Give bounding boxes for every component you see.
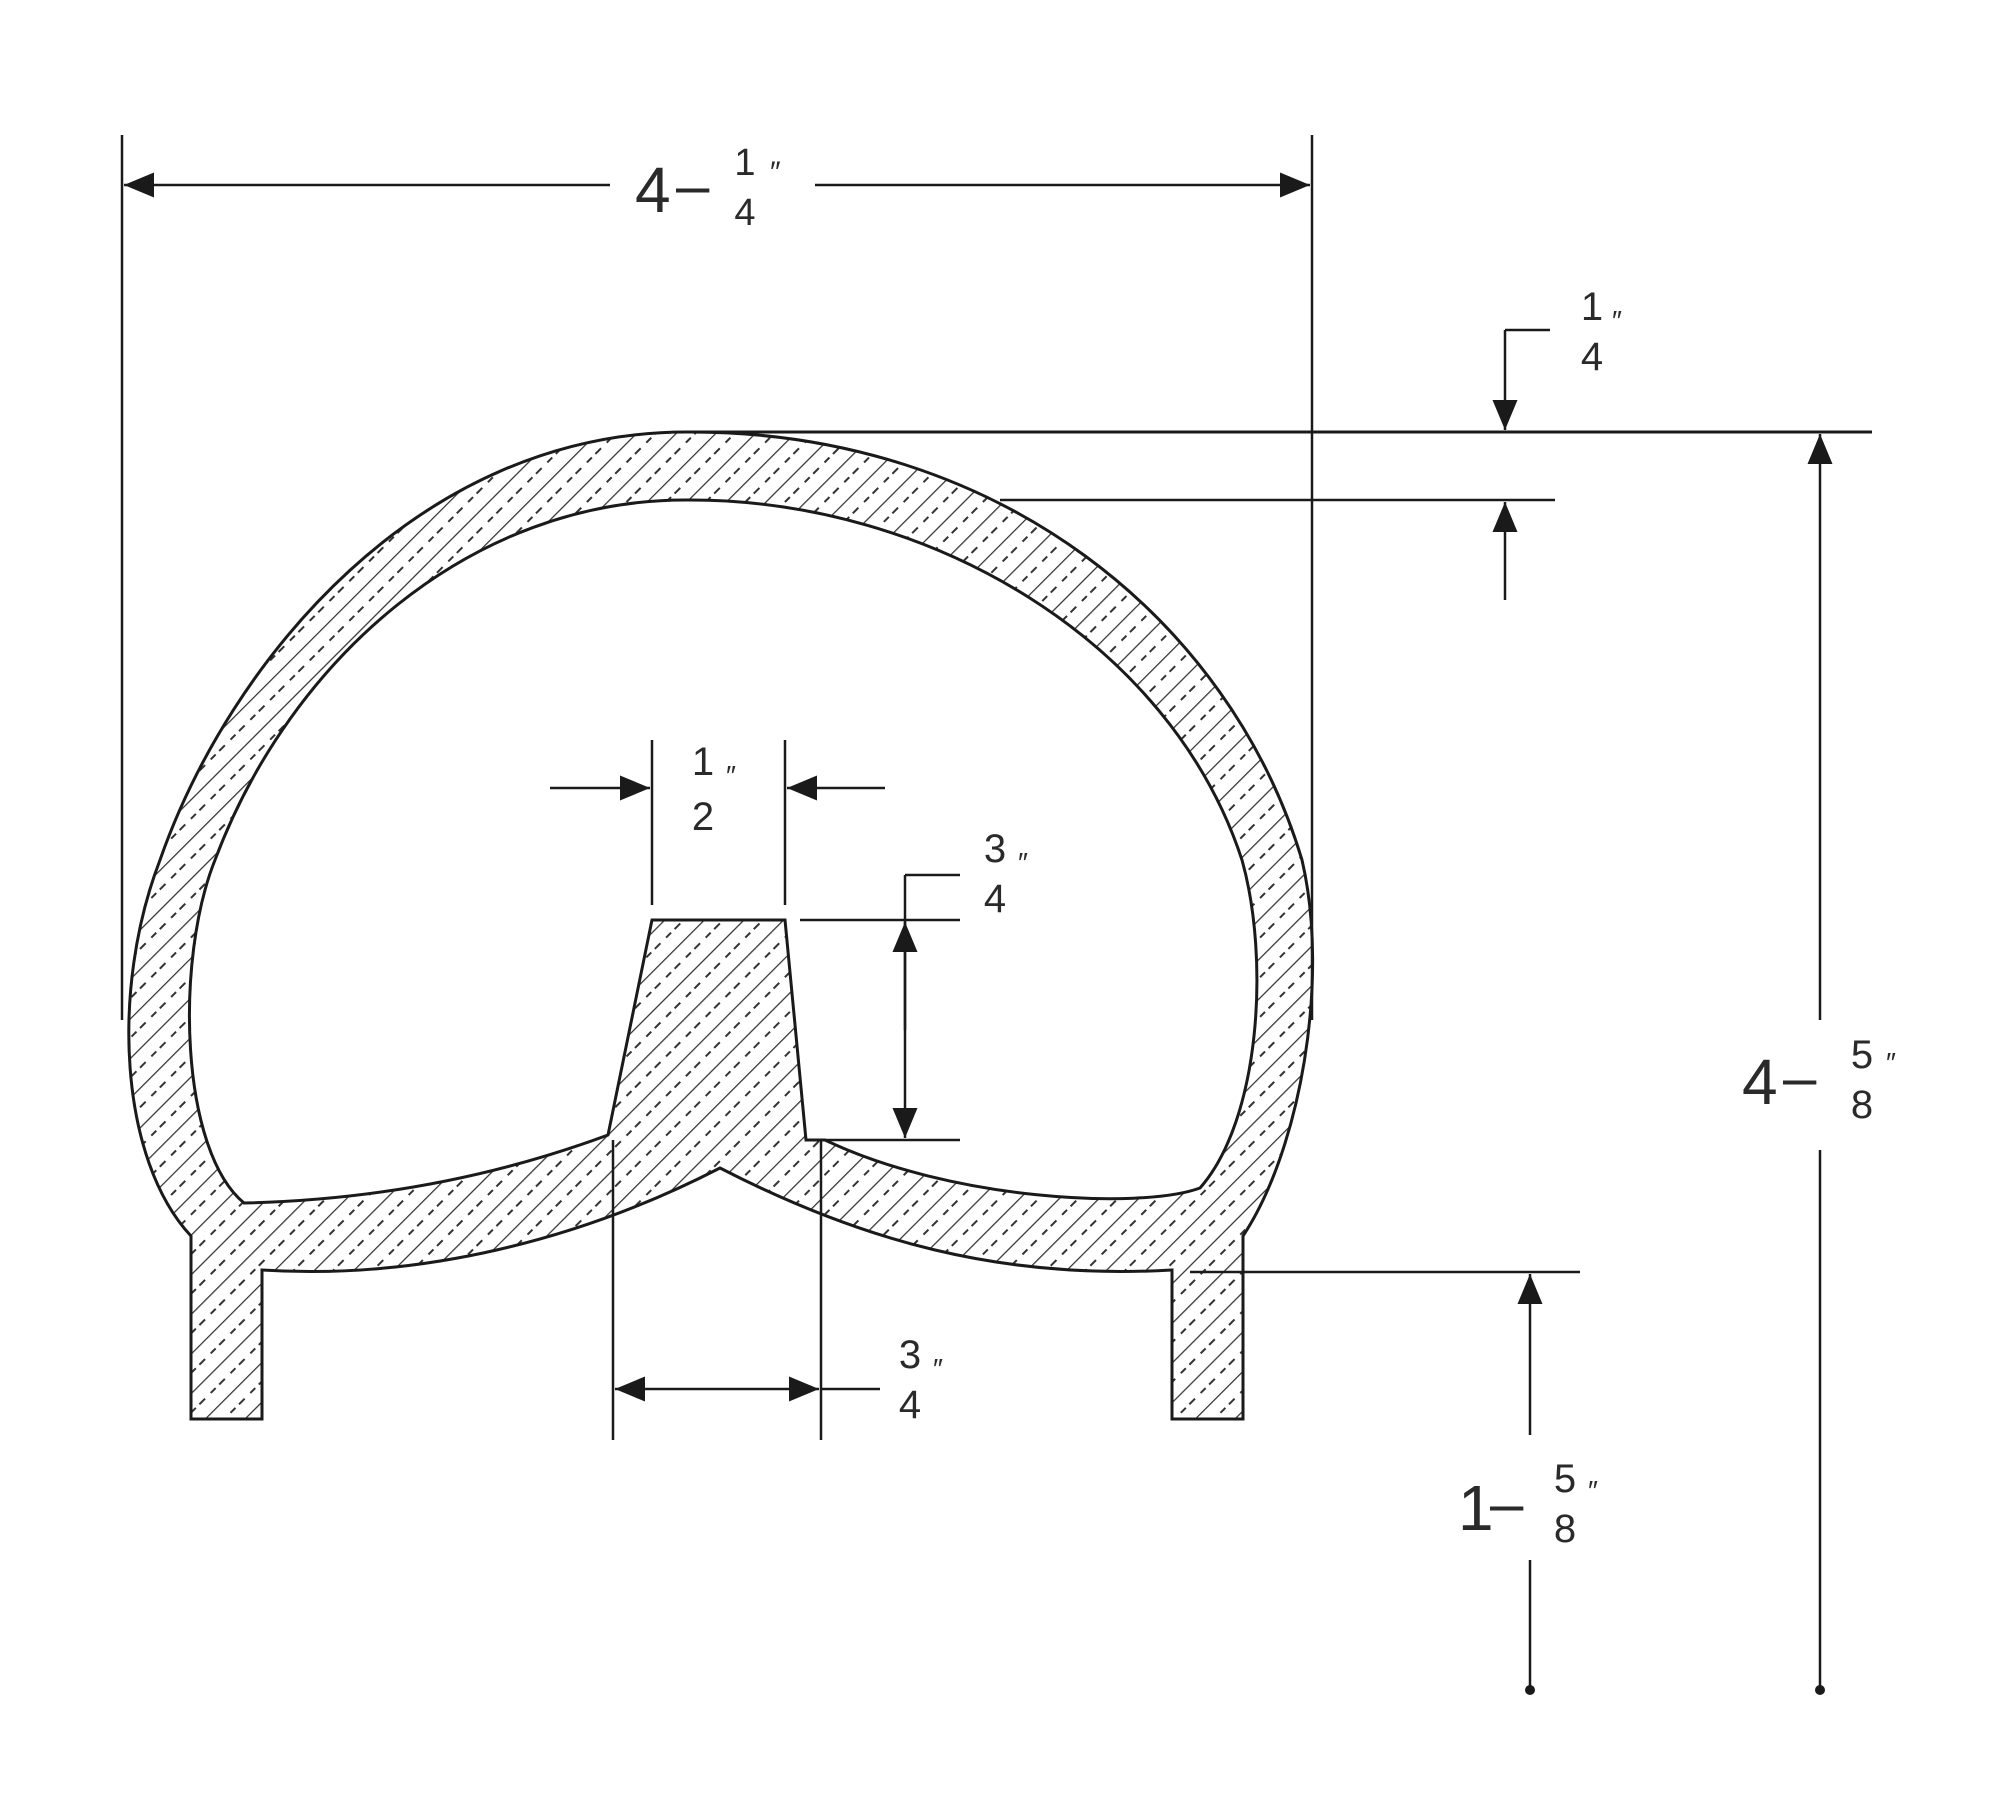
rib-base-width-dimension: 3 4 ″ xyxy=(611,1140,943,1440)
rib-height-numerator: 3 xyxy=(984,827,1006,871)
profile-body xyxy=(127,430,1315,1421)
overall-height-denominator: 8 xyxy=(1851,1083,1873,1127)
overall-width-denominator: 4 xyxy=(734,192,755,234)
overall-width-whole: 4 xyxy=(635,154,671,226)
overall-height-dimension: 4 – 5 8 ″ xyxy=(1742,434,1896,1695)
rib-height-dimension: 3 4 ″ xyxy=(800,827,1028,1142)
wall-thickness-denominator: 4 xyxy=(1581,335,1603,379)
leg-height-dimension: 1 – 5 8 ″ xyxy=(1190,1270,1598,1695)
rib-top-unit: ″ xyxy=(726,760,736,791)
leg-height-numerator: 5 xyxy=(1554,1457,1576,1501)
wall-thickness-numerator: 1 xyxy=(1581,285,1603,329)
leg-height-unit: ″ xyxy=(1588,1475,1598,1506)
rib-top-denominator: 2 xyxy=(692,795,714,839)
rib-top-width-dimension: 1 2 ″ xyxy=(550,740,885,905)
overall-height-unit: ″ xyxy=(1886,1047,1896,1078)
rib-base-unit: ″ xyxy=(933,1353,943,1384)
leg-height-whole: 1 xyxy=(1458,1472,1494,1544)
rib-base-numerator: 3 xyxy=(899,1333,921,1377)
rib-top-numerator: 1 xyxy=(692,740,714,784)
wall-thickness-unit: ″ xyxy=(1612,305,1622,336)
overall-width-unit: ″ xyxy=(770,156,781,189)
leg-height-denominator: 8 xyxy=(1554,1507,1576,1551)
svg-text:–: – xyxy=(676,152,710,219)
rib-height-unit: ″ xyxy=(1018,847,1028,878)
rib-base-denominator: 4 xyxy=(899,1383,921,1427)
svg-text:–: – xyxy=(1490,1470,1524,1537)
overall-width-numerator: 1 xyxy=(734,142,755,184)
rib-height-denominator: 4 xyxy=(984,877,1006,921)
wall-thickness-dimension: 1 4 ″ xyxy=(1000,285,1622,600)
svg-text:–: – xyxy=(1783,1044,1817,1111)
profile-section xyxy=(127,430,1872,1421)
overall-height-numerator: 5 xyxy=(1851,1033,1873,1077)
overall-width-dimension: 4 – 1 4 ″ xyxy=(120,135,1314,1020)
overall-height-whole: 4 xyxy=(1742,1046,1778,1118)
